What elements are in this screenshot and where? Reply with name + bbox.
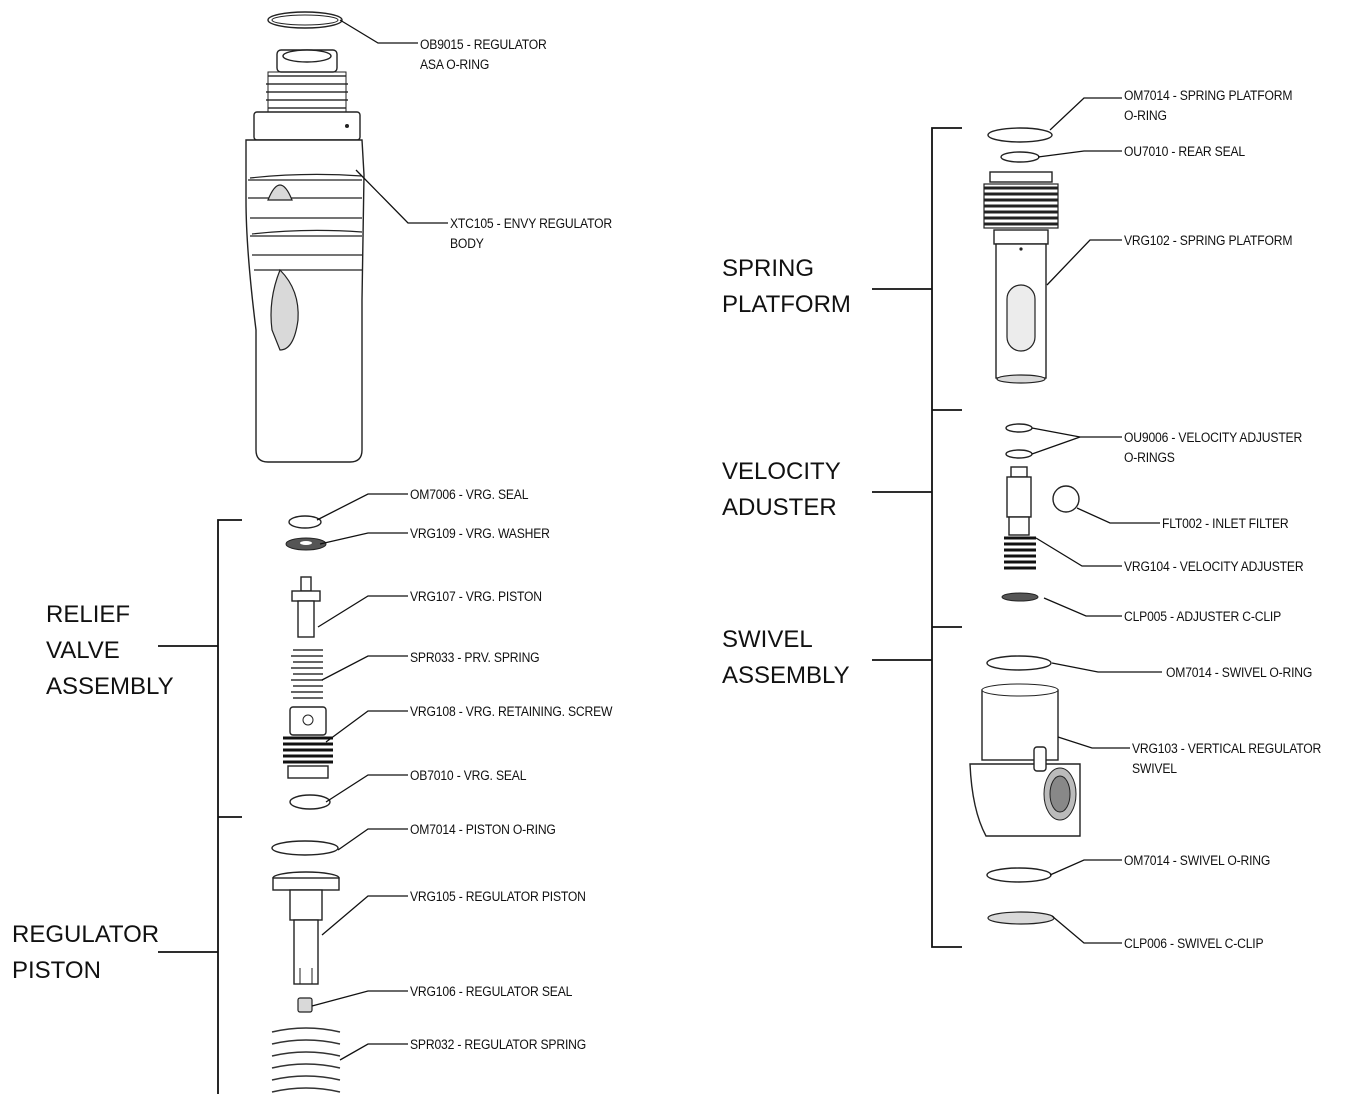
retaining-screw-part	[283, 706, 333, 779]
vertical-regulator-swivel-part	[969, 683, 1081, 837]
swivel-c-clip-part	[987, 911, 1055, 925]
label-om7014-swivel-bottom: OM7014 - SWIVEL O-RING	[1124, 853, 1271, 868]
label-xtc105: XTC105 - ENVY REGULATOR	[450, 216, 612, 231]
regulator-body-part	[245, 49, 365, 463]
label-clp006: CLP006 - SWIVEL C-CLIP	[1124, 936, 1264, 951]
label-clp005: CLP005 - ADJUSTER C-CLIP	[1124, 609, 1282, 624]
label-vrg107: VRG107 - VRG. PISTON	[410, 589, 542, 604]
label-ob9015: OB9015 - REGULATOR	[420, 37, 547, 52]
label-vrg108: VRG108 - VRG. RETAINING. SCREW	[410, 704, 613, 719]
label-vrg103-line2: SWIVEL	[1132, 761, 1177, 776]
swivel-o-ring-bottom-part	[986, 867, 1052, 883]
rear-seal-part	[1000, 151, 1040, 163]
group-piston-line2: PISTON	[12, 957, 101, 984]
vrg-piston-part	[291, 576, 321, 638]
swivel-o-ring-top-part	[986, 655, 1052, 671]
regulator-spring-part	[271, 1027, 341, 1093]
spring-platform-o-ring-part	[987, 127, 1053, 143]
label-om7014-platform-line2: O-RING	[1124, 108, 1167, 123]
spring-platform-part	[983, 171, 1059, 384]
washer-part	[285, 537, 327, 551]
om7006-seal-part	[288, 515, 322, 529]
piston-o-ring-part	[271, 840, 339, 856]
velocity-o-ring-1-part	[1005, 423, 1033, 433]
label-om7006: OM7006 - VRG. SEAL	[410, 487, 529, 502]
label-vrg104: VRG104 - VELOCITY ADJUSTER	[1124, 559, 1304, 574]
label-spr032: SPR032 - REGULATOR SPRING	[410, 1037, 587, 1052]
group-relief-line1: RELIEF	[46, 601, 131, 628]
label-vrg103: VRG103 - VERTICAL REGULATOR	[1132, 741, 1322, 756]
group-relief-line2: VALVE	[46, 637, 120, 664]
group-swivel-line1: SWIVEL	[722, 626, 813, 653]
label-vrg105: VRG105 - REGULATOR PISTON	[410, 889, 586, 904]
asa-o-ring-part	[267, 11, 343, 29]
label-spr033: SPR033 - PRV. SPRING	[410, 650, 540, 665]
label-ou9006-line2: O-RINGS	[1124, 450, 1175, 465]
label-om7014-platform: OM7014 - SPRING PLATFORM	[1124, 88, 1293, 103]
adjuster-c-clip-part	[1001, 592, 1039, 602]
prv-spring-part	[291, 649, 323, 699]
group-relief-line3: ASSEMBLY	[46, 673, 174, 700]
label-ob9015-line2: ASA O-RING	[420, 57, 490, 72]
group-piston-line1: REGULATOR	[12, 921, 160, 948]
group-velocity-line1: VELOCITY	[722, 458, 841, 485]
label-vrg109: VRG109 - VRG. WASHER	[410, 526, 550, 541]
label-om7014-piston: OM7014 - PISTON O-RING	[410, 822, 556, 837]
label-xtc105-line2: BODY	[450, 236, 484, 251]
velocity-o-ring-2-part	[1005, 449, 1033, 459]
group-platform-line1: SPRING	[722, 255, 815, 282]
velocity-adjuster-part	[1004, 466, 1036, 570]
group-swivel-line2: ASSEMBLY	[722, 662, 850, 689]
ob7010-seal-part	[289, 794, 331, 810]
label-vrg106: VRG106 - REGULATOR SEAL	[410, 984, 573, 999]
group-brackets	[158, 127, 962, 1094]
inlet-filter-part	[1052, 485, 1080, 513]
label-ou7010: OU7010 - REAR SEAL	[1124, 144, 1246, 159]
leader-lines	[311, 19, 1162, 1061]
regulator-piston-part	[272, 871, 340, 985]
label-vrg102: VRG102 - SPRING PLATFORM	[1124, 233, 1293, 248]
regulator-seal-part	[297, 997, 313, 1013]
label-flt002: FLT002 - INLET FILTER	[1162, 516, 1289, 531]
group-platform-line2: PLATFORM	[722, 291, 851, 318]
group-velocity-line2: ADUSTER	[722, 494, 837, 521]
label-ob7010: OB7010 - VRG. SEAL	[410, 768, 527, 783]
label-ou9006: OU9006 - VELOCITY ADJUSTER	[1124, 430, 1303, 445]
label-om7014-swivel-top: OM7014 - SWIVEL O-RING	[1166, 665, 1313, 680]
